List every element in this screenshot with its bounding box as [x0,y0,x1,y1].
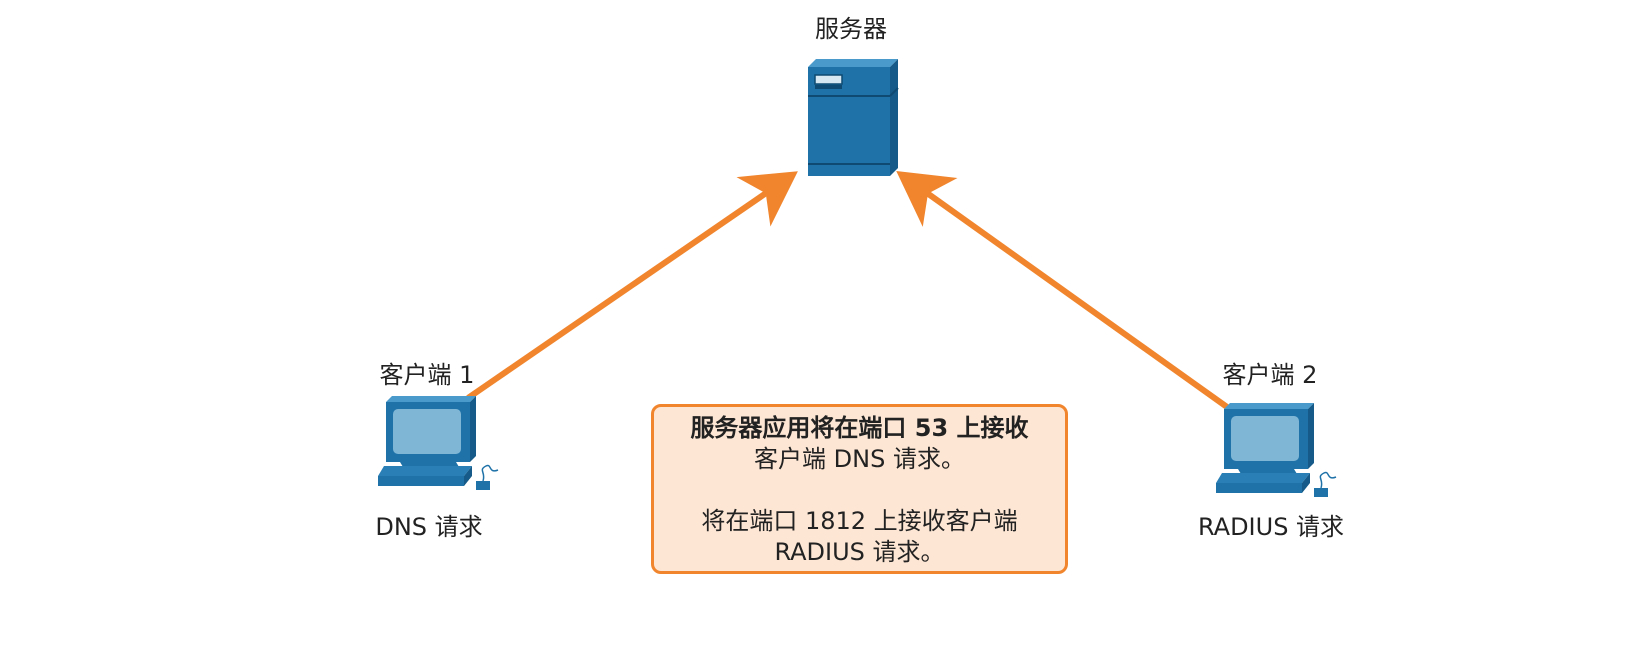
client1-request-label: DNS 请求 [375,513,483,541]
client2-request-label: RADIUS 请求 [1197,513,1345,541]
arrow-client1-to-server [466,171,798,401]
callout-line-3: 将在端口 1812 上接收客户端 [701,507,1018,535]
callout-line-1: 服务器应用将在端口 53 上接收 [690,414,1029,442]
client2-label: 客户端 2 [1222,361,1318,389]
server-tower-icon [808,59,899,176]
client1-label: 客户端 1 [379,361,475,389]
port-info-callout: 服务器应用将在端口 53 上接收 客户端 DNS 请求。 将在端口 1812 上… [651,404,1068,574]
callout-line-2: 客户端 DNS 请求。 [754,445,965,473]
client1-computer-icon [378,396,499,490]
server-label: 服务器 [815,15,887,43]
arrow-client2-to-server [896,171,1229,410]
callout-line-4: RADIUS 请求。 [774,538,945,566]
client2-computer-icon [1216,403,1337,497]
callout-spacer [654,475,1065,506]
